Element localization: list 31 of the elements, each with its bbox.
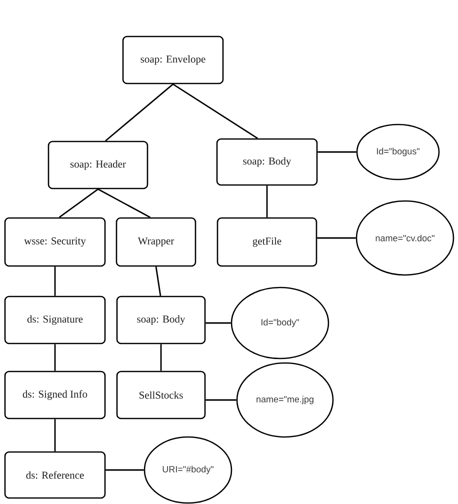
rounded-box: wsse: Security	[4, 217, 106, 267]
connector-line	[206, 322, 231, 324]
oval: Id="body"	[230, 286, 330, 360]
rounded-box: getFile	[216, 217, 318, 267]
rounded-box: soap: Header	[48, 140, 148, 190]
oval: URI="#body"	[144, 436, 232, 504]
connector-line	[98, 188, 151, 218]
connector-line	[54, 344, 56, 371]
connector-line	[266, 186, 268, 218]
rounded-box: ds: Signature	[4, 296, 106, 344]
rounded-box: ds: Reference	[4, 451, 106, 499]
connector-line	[106, 469, 144, 471]
connector-line	[155, 266, 162, 296]
rounded-box: SellStocks	[116, 370, 206, 420]
oval: name="me.jpg	[236, 362, 334, 438]
connector-line	[160, 344, 162, 371]
connector-line	[58, 188, 98, 218]
connector-line	[105, 84, 174, 142]
connector-line	[172, 84, 258, 139]
oval: Id="bogus"	[356, 124, 440, 180]
rounded-box: soap: Envelope	[122, 36, 224, 84]
rounded-box: soap: Body	[116, 296, 206, 344]
connector-line	[54, 419, 56, 452]
connector-line	[318, 151, 356, 153]
connector-line	[317, 237, 356, 239]
connector-line	[54, 266, 56, 296]
oval: name="cv.doc"	[356, 200, 454, 276]
rounded-box: soap: Body	[216, 138, 318, 186]
rounded-box: ds: Signed Info	[4, 370, 106, 420]
connector-line	[206, 399, 236, 401]
rounded-box: Wrapper	[116, 217, 196, 267]
